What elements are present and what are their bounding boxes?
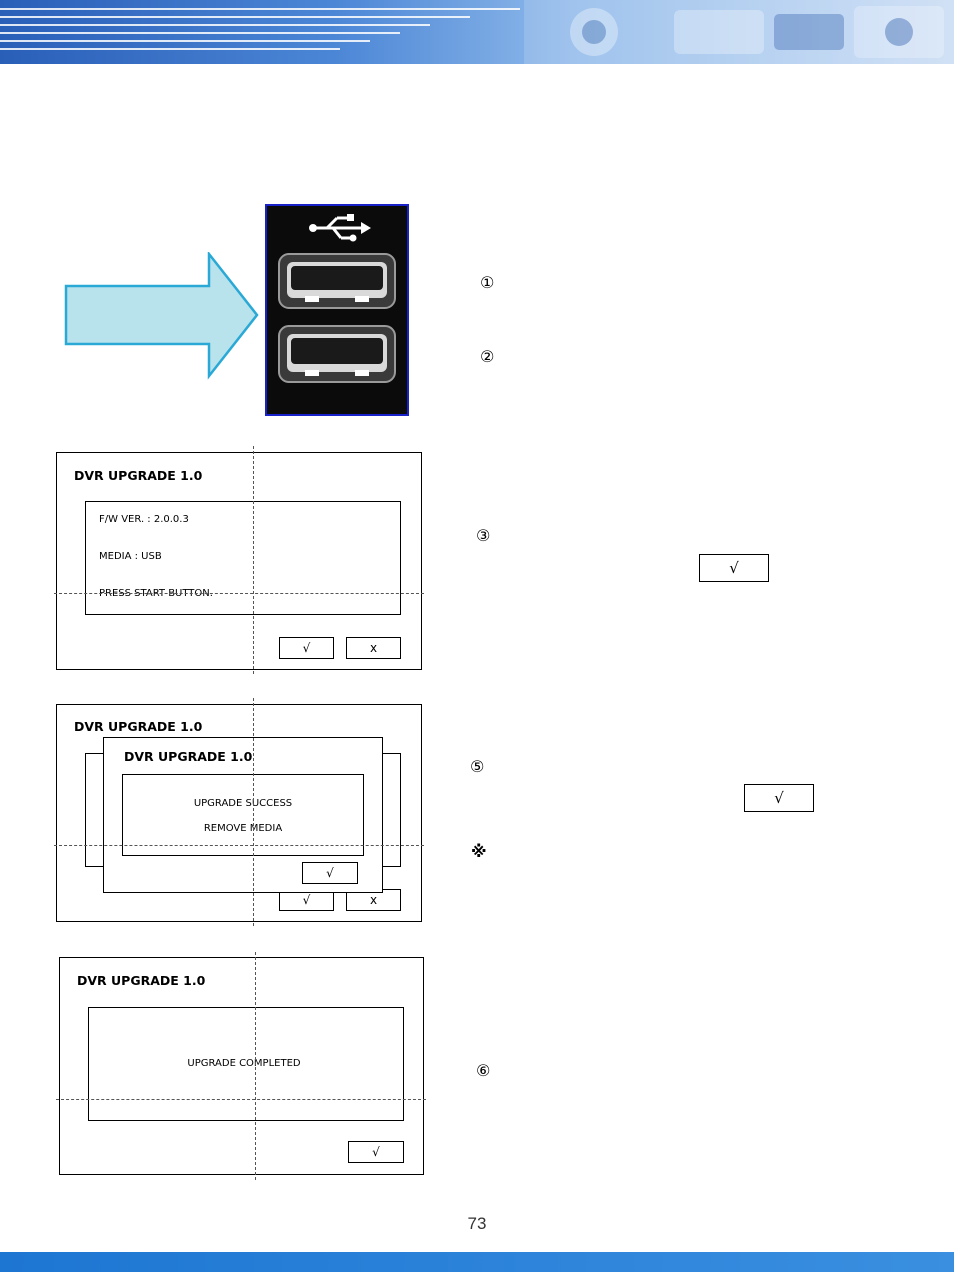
pointer-arrow-icon	[64, 252, 259, 380]
step-2-marker: ②	[480, 347, 495, 366]
step-6-marker: ⑥	[476, 1061, 491, 1080]
success-popup: DVR UPGRADE 1.0 UPGRADE SUCCESS REMOVE M…	[103, 737, 383, 893]
guide-line-horizontal	[56, 1099, 426, 1100]
confirm-button[interactable]: √	[279, 637, 334, 659]
check-key-icon: √	[744, 784, 814, 812]
banner-stripe	[0, 48, 340, 50]
usb-symbol-icon	[309, 214, 371, 242]
banner-stripe	[0, 24, 430, 26]
banner-stripe	[0, 8, 520, 10]
usb-port-photo	[265, 204, 409, 416]
guide-line-horizontal	[54, 593, 424, 594]
popup-title: DVR UPGRADE 1.0	[124, 749, 253, 764]
popup-confirm-button[interactable]: √	[302, 862, 358, 884]
banner-stripe	[0, 16, 470, 18]
confirm-button[interactable]: √	[348, 1141, 404, 1163]
usb-port-lower	[278, 325, 396, 383]
guide-line-vertical	[253, 698, 254, 926]
step-1-marker: ①	[480, 273, 495, 292]
guide-line-horizontal	[54, 845, 424, 846]
step-3-marker: ③	[476, 526, 491, 545]
banner-stripe	[0, 40, 370, 42]
guide-line-vertical	[255, 952, 256, 1180]
footer-bar	[0, 1252, 954, 1272]
message-box: UPGRADE SUCCESS REMOVE MEDIA	[122, 774, 364, 856]
completed-message: UPGRADE COMPLETED	[187, 1058, 301, 1069]
usb-ports-illustration	[267, 206, 407, 414]
banner-camera-art	[524, 0, 954, 64]
screen-title: DVR UPGRADE 1.0	[74, 719, 203, 734]
note-marker: ※	[471, 842, 487, 861]
cancel-button[interactable]: x	[346, 637, 401, 659]
message-box: UPGRADE COMPLETED	[88, 1007, 404, 1121]
upgrade-screen-completed: DVR UPGRADE 1.0 UPGRADE COMPLETED √	[59, 957, 424, 1175]
banner-stripe	[0, 32, 400, 34]
usb-port-upper	[278, 253, 396, 309]
upgrade-screen-start: DVR UPGRADE 1.0 F/W VER. : 2.0.0.3 MEDIA…	[56, 452, 422, 670]
success-message: UPGRADE SUCCESS	[193, 798, 293, 809]
info-box: F/W VER. : 2.0.0.3 MEDIA : USB PRESS STA…	[85, 501, 401, 615]
firmware-version: F/W VER. : 2.0.0.3	[99, 514, 189, 525]
guide-line-vertical	[253, 446, 254, 674]
check-key-icon: √	[699, 554, 769, 582]
step-5-marker: ⑤	[470, 757, 485, 776]
remove-media-message: REMOVE MEDIA	[203, 823, 283, 834]
page-number: 73	[467, 1214, 487, 1233]
screen-title: DVR UPGRADE 1.0	[74, 468, 203, 483]
confirm-button[interactable]: √	[279, 889, 334, 911]
screen-title: DVR UPGRADE 1.0	[77, 973, 206, 988]
header-banner	[0, 0, 954, 64]
media-type: MEDIA : USB	[99, 551, 162, 562]
